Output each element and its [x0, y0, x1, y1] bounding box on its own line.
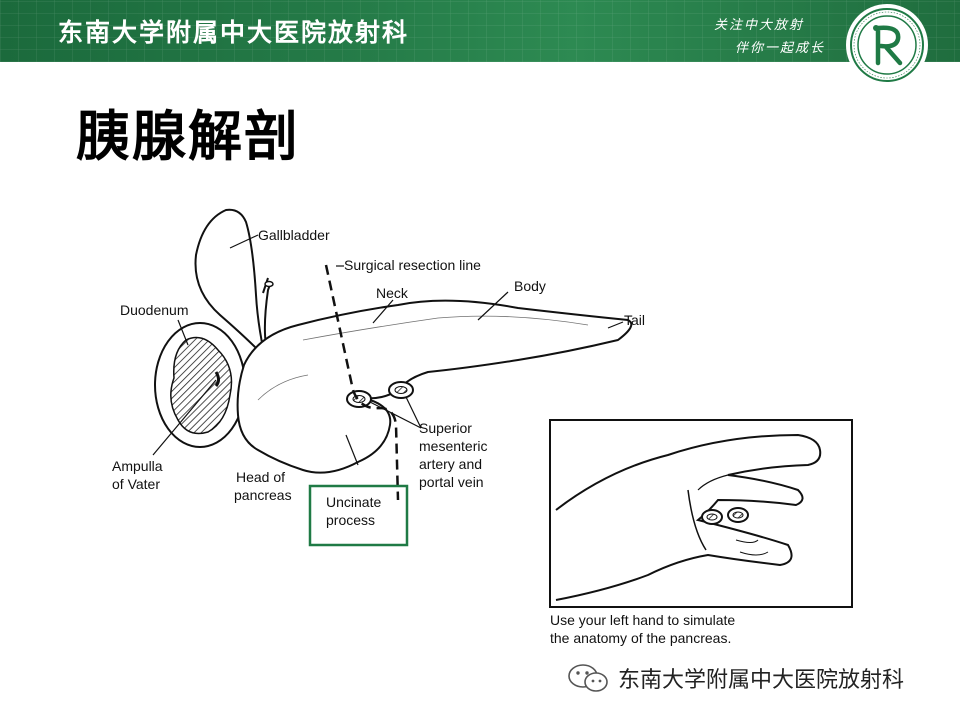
label-artery-and: artery and	[419, 456, 482, 472]
logo-seal-icon	[850, 8, 924, 82]
label-head-of: Head of	[236, 469, 285, 485]
label-gallbladder: Gallbladder	[258, 227, 330, 243]
label-neck: Neck	[376, 285, 409, 301]
label-body: Body	[514, 278, 546, 294]
footer-watermark-text: 东南大学附属中大医院放射科	[618, 668, 905, 693]
hospital-logo	[848, 6, 926, 84]
label-ampulla: Ampulla	[112, 458, 163, 474]
header-pattern	[0, 0, 960, 62]
label-process: process	[326, 512, 375, 528]
label-superior: Superior	[419, 420, 472, 436]
surgical-resection-line	[324, 264, 400, 501]
pancreas-shape	[236, 299, 633, 474]
label-of-vater: of Vater	[112, 476, 160, 492]
label-surgical-resection-line: Surgical resection line	[344, 257, 481, 273]
label-tail: Tail	[624, 312, 645, 328]
slogan-line-2: 伴你一起成长	[735, 41, 826, 56]
hand-caption-line-1: Use your left hand to simulate	[550, 612, 735, 628]
uncinate-highlight-box	[308, 484, 409, 547]
wechat-icon	[568, 664, 608, 692]
pancreas-anatomy-diagram: Gallbladder Surgical resection line Neck…	[112, 208, 853, 646]
department-title: 东南大学附属中大医院放射科	[58, 18, 410, 47]
label-mesenteric: mesenteric	[419, 438, 487, 454]
header-banner: 东南大学附属中大医院放射科 关注中大放射 伴你一起成长	[0, 0, 960, 62]
hand-caption-line-2: the anatomy of the pancreas.	[550, 630, 731, 646]
slogan-line-1: 关注中大放射	[714, 18, 805, 33]
label-pancreas: pancreas	[234, 487, 292, 503]
footer-watermark: 东南大学附属中大医院放射科	[566, 663, 904, 693]
label-duodenum: Duodenum	[120, 302, 189, 318]
label-uncinate: Uncinate	[326, 494, 381, 510]
hand-inset	[549, 419, 853, 608]
label-portal-vein: portal vein	[419, 474, 484, 490]
duodenum-lumen	[170, 336, 233, 435]
page-title: 胰腺解剖	[76, 105, 300, 168]
